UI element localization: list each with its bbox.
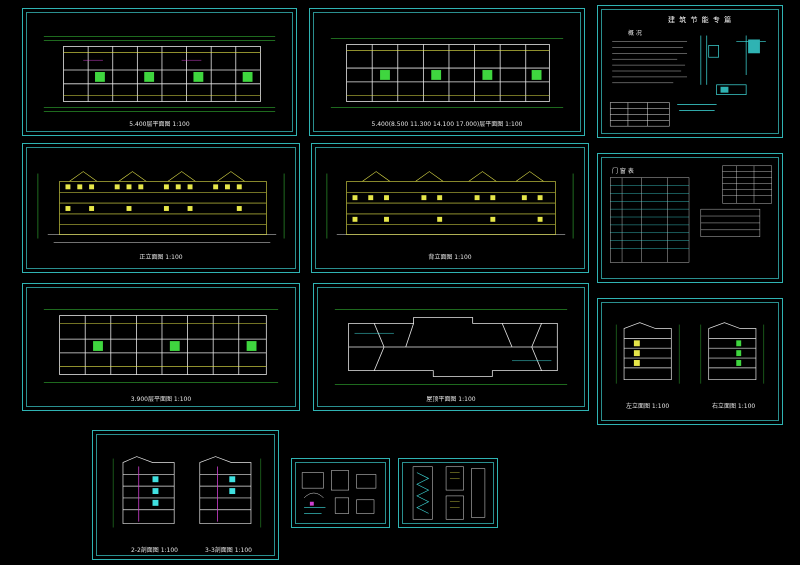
- sheet-inner-frame: [313, 12, 581, 132]
- sheet-caption: 正立面图 1:100: [139, 254, 183, 261]
- sheet-caption: 5.400(8.500 11.300 14.100 17.000)层平面图 1:…: [371, 121, 523, 128]
- sheet-inner-frame: [601, 157, 779, 279]
- sheet-caption: 背立面图 1:100: [428, 254, 472, 261]
- sheet-inner-frame: [26, 12, 293, 132]
- floor-plan-drawing: [330, 38, 564, 108]
- sheet-rear-elevation[interactable]: 背立面图 1:100: [311, 143, 589, 273]
- sheet-floor-plan-3900[interactable]: 3.900层平面图 1:100: [22, 283, 300, 411]
- sheet-roof-plan[interactable]: 屋顶平面图 1:100: [313, 283, 589, 411]
- sheet-inner-frame: [26, 287, 296, 407]
- sheet-front-elevation[interactable]: 正立面图 1:100: [22, 143, 300, 273]
- elevation-drawing: [326, 171, 574, 239]
- sheet-caption: 屋顶平面图 1:100: [426, 396, 476, 403]
- sheet-energy-notes[interactable]: 建 筑 节 能 专 篇 概 况: [597, 5, 783, 138]
- section-3-caption: 3-3剖面图 1:100: [205, 547, 252, 554]
- sheet-inner-frame: [96, 434, 275, 556]
- elevation-drawing: [37, 171, 285, 243]
- detail-drawing: [301, 470, 377, 514]
- table-title: 门 窗 表: [612, 168, 634, 175]
- sheet-inner-frame: [402, 462, 494, 524]
- sheet-floor-plan-standard[interactable]: 5.400(8.500 11.300 14.100 17.000)层平面图 1:…: [309, 8, 585, 136]
- stair-drawing: [412, 466, 486, 520]
- energy-title: 建 筑 节 能 专 篇: [668, 16, 733, 24]
- floor-plan-drawing: [43, 36, 276, 112]
- side-elevation-drawing: [615, 322, 765, 384]
- sheet-inner-frame: [26, 147, 296, 269]
- schedule-table-drawing: [610, 165, 772, 263]
- section-drawing: [112, 456, 262, 528]
- left-elevation-caption: 左立面图 1:100: [626, 403, 670, 410]
- sheet-stair-details[interactable]: [398, 458, 498, 528]
- sheet-door-window-table[interactable]: 门 窗 表: [597, 153, 783, 283]
- energy-notes-drawing: [609, 35, 766, 127]
- sheet-inner-frame: [601, 302, 779, 421]
- sheet-inner-frame: [295, 462, 386, 524]
- sheet-caption: 3.900层平面图 1:100: [130, 396, 192, 403]
- sheet-details[interactable]: [291, 458, 390, 528]
- sheet-side-elevations[interactable]: 左立面图 1:100 右立面图 1:100: [597, 298, 783, 425]
- floor-plan-drawing: [43, 309, 279, 383]
- roof-plan-drawing: [334, 309, 568, 385]
- sheet-inner-frame: [315, 147, 585, 269]
- right-elevation-caption: 右立面图 1:100: [712, 403, 756, 410]
- sheet-floor-plan-5400[interactable]: 5.400层平面图 1:100: [22, 8, 297, 136]
- energy-subtitle: 概 况: [628, 30, 642, 37]
- sheet-inner-frame: [601, 9, 779, 134]
- sheet-sections[interactable]: 2-2剖面图 1:100 3-3剖面图 1:100: [92, 430, 279, 560]
- sheet-inner-frame: [317, 287, 585, 407]
- sheet-caption: 5.400层平面图 1:100: [129, 121, 190, 128]
- section-2-caption: 2-2剖面图 1:100: [131, 547, 178, 554]
